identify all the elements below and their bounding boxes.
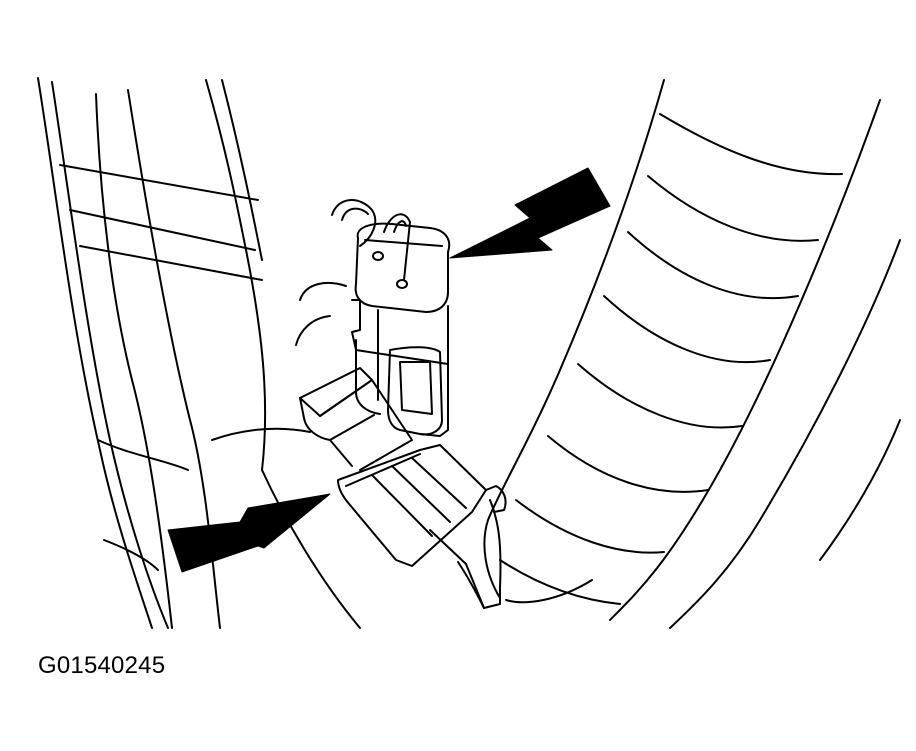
figure-id-label: G01540245 bbox=[38, 652, 166, 679]
left-hose-assembly bbox=[38, 78, 360, 628]
corrugated-hose bbox=[484, 80, 880, 620]
cable-loop bbox=[296, 200, 375, 345]
arrow-upper-connector bbox=[449, 167, 611, 259]
lower-connector bbox=[300, 368, 506, 608]
right-panel-outline bbox=[670, 240, 900, 628]
upper-connector bbox=[352, 214, 449, 436]
arrow-lower-connector bbox=[167, 493, 331, 573]
